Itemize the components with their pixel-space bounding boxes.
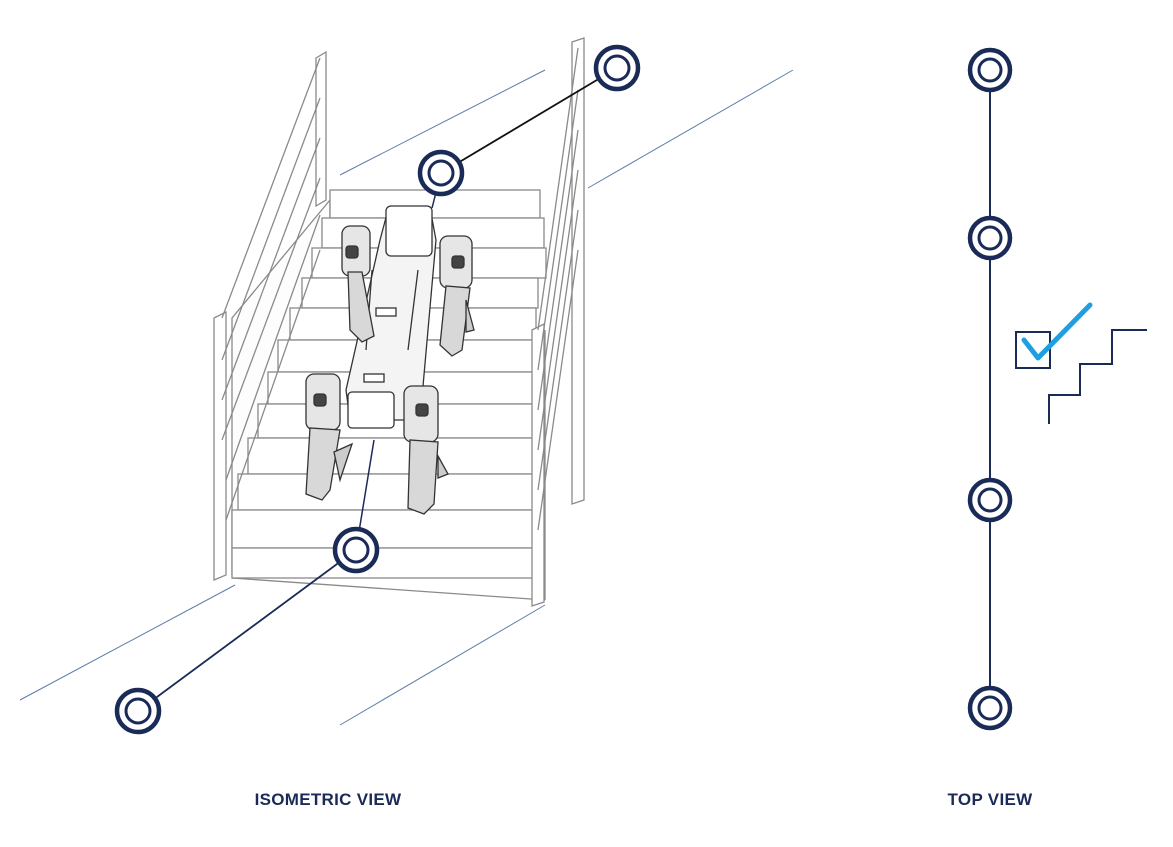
robot-leg-front-right xyxy=(439,235,475,357)
robot-rear-plate xyxy=(347,391,395,429)
right-railing xyxy=(531,37,585,607)
waypoint-ring-icon xyxy=(967,215,1013,261)
stairs-icon xyxy=(1048,329,1147,424)
robot-leg-rear-right xyxy=(403,385,449,515)
waypoint-ring-icon xyxy=(114,687,162,735)
waypoint-ring-icon xyxy=(332,526,380,574)
quadruped-robot xyxy=(305,205,475,515)
isometric-waypoints xyxy=(114,44,641,735)
checkbox-checked-icon xyxy=(1015,302,1093,369)
stair-step xyxy=(231,547,545,579)
waypoint-ring-icon xyxy=(417,149,465,197)
stair-step xyxy=(247,437,535,475)
stair-step xyxy=(231,509,539,549)
robot-leg-rear-left xyxy=(305,373,354,501)
waypoint-ring-icon xyxy=(967,685,1013,731)
robot-head-plate xyxy=(385,205,433,257)
isometric-view-caption: ISOMETRIC VIEW xyxy=(254,790,402,809)
left-railing xyxy=(213,50,327,581)
robot-leg-front-left xyxy=(341,225,375,343)
stair-step xyxy=(237,473,535,511)
waypoint-ring-icon xyxy=(967,47,1013,93)
waypoint-ring-icon xyxy=(967,477,1013,523)
top-view-caption: TOP VIEW xyxy=(947,790,1033,809)
top-view-path xyxy=(967,47,1013,731)
floor-lines xyxy=(19,69,794,726)
waypoint-ring-icon xyxy=(593,44,641,92)
